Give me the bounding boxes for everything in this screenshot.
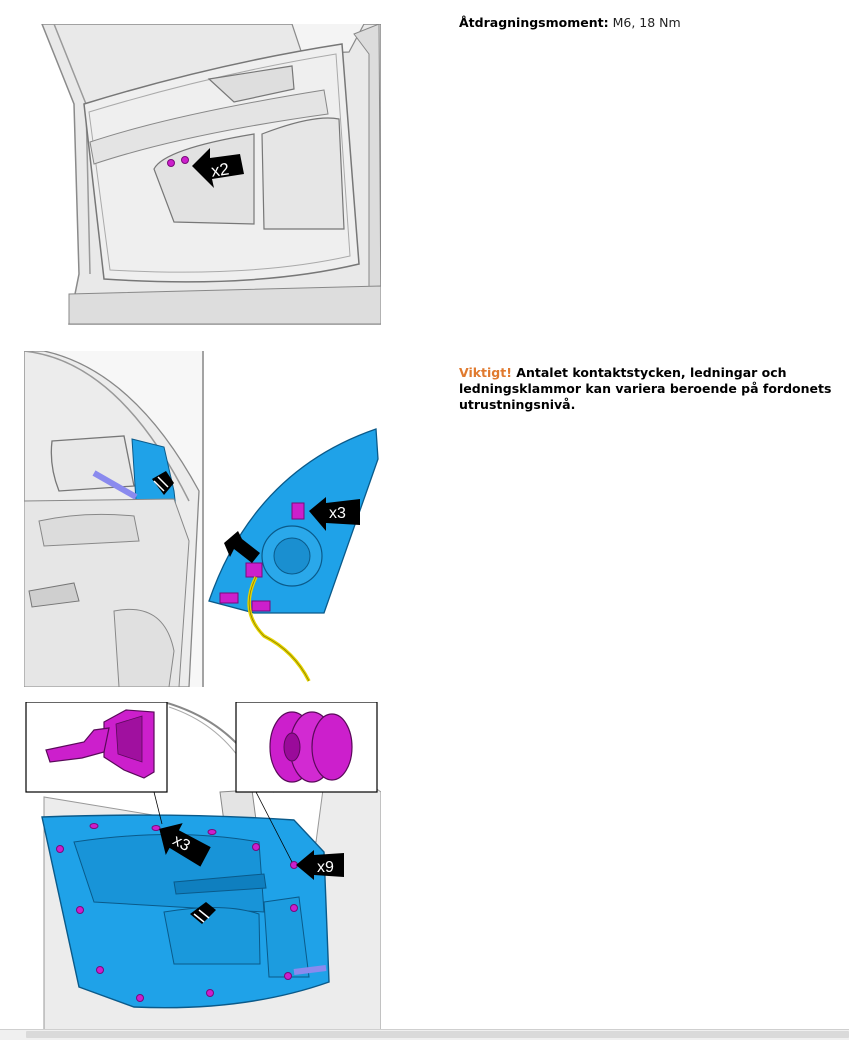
arrow-icon	[159, 823, 211, 867]
callout-x3: x3	[329, 505, 346, 522]
illustration-door-trim-removal: x3 x9	[24, 702, 381, 1030]
horizontal-scrollbar[interactable]	[0, 1029, 849, 1040]
important-text: Antalet kontaktstycken, ledningar och le…	[459, 365, 832, 412]
arrow-icon	[192, 148, 244, 188]
illustration-door-trim-screws: x2	[24, 24, 381, 334]
arrow-icon	[296, 850, 344, 880]
illustration-mirror-trim: x3	[24, 351, 381, 687]
callout-x9: x9	[317, 859, 334, 876]
direction-arrow-icon	[152, 471, 174, 495]
direction-arrow-icon	[190, 902, 216, 924]
important-prefix: Viktigt!	[459, 365, 512, 380]
callout-x2: x2	[210, 159, 230, 180]
torque-spec: Åtdragningsmoment: M6, 18 Nm	[459, 15, 844, 31]
torque-value: M6, 18 Nm	[612, 15, 681, 30]
torque-label: Åtdragningsmoment:	[459, 15, 609, 30]
important-note: Viktigt! Antalet kontaktstycken, ledning…	[459, 365, 844, 413]
callout-x3-clips: x3	[170, 832, 193, 855]
scrollbar-thumb[interactable]	[26, 1031, 849, 1038]
arrow-icon	[309, 497, 360, 531]
arrow-icon	[224, 531, 260, 563]
